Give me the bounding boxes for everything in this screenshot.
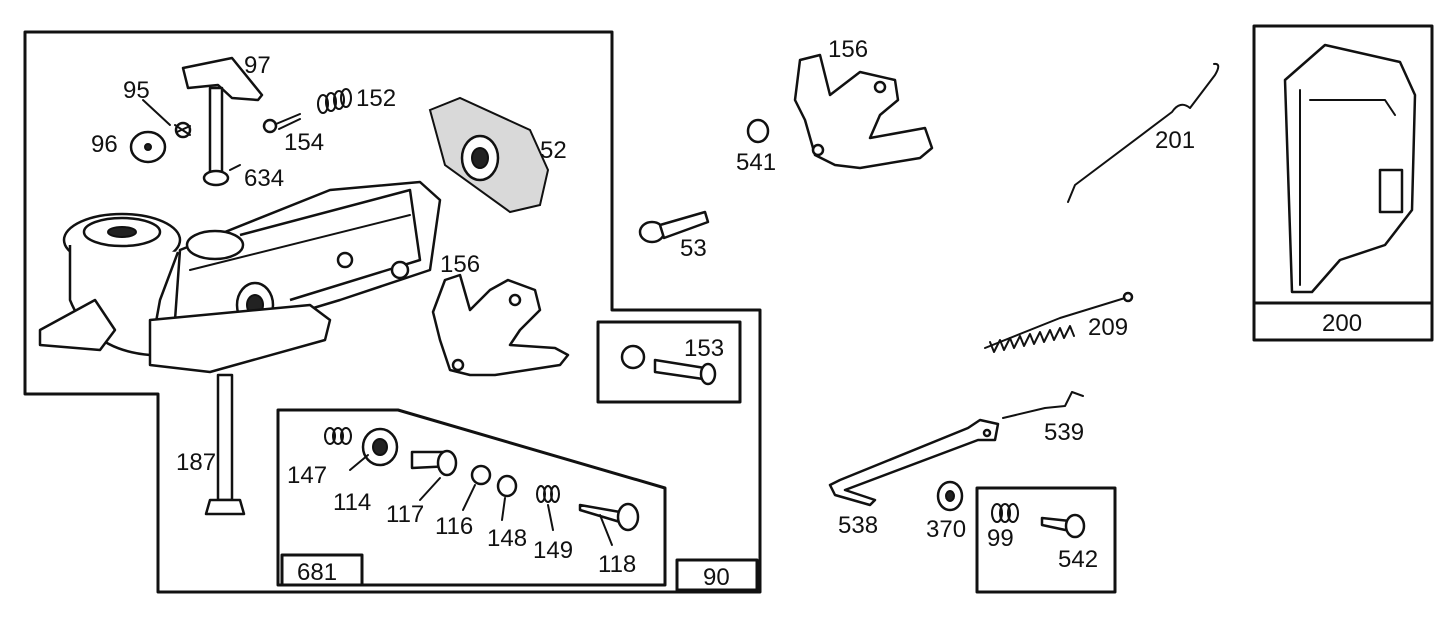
kit-681-outline xyxy=(276,408,667,587)
part-156-bracket-mid xyxy=(431,273,570,377)
part-147-spring xyxy=(324,427,352,445)
carburetor-assembly-outline xyxy=(23,30,762,594)
part-156-bracket-top xyxy=(793,53,934,170)
label-201: 201 xyxy=(1155,127,1195,154)
label-153: 153 xyxy=(684,335,724,362)
label-99: 99 xyxy=(987,525,1014,552)
part-152-spring xyxy=(317,88,352,114)
label-96: 96 xyxy=(91,131,118,158)
part-209-spring xyxy=(984,291,1134,353)
part-370-hole xyxy=(945,490,955,502)
kit-681-label: 681 xyxy=(297,559,337,586)
part-200-air-vane xyxy=(1283,43,1417,294)
part-118-screw xyxy=(578,502,640,532)
kit-99-542-outline xyxy=(975,486,1117,594)
label-53: 53 xyxy=(680,235,707,262)
label-154: 154 xyxy=(284,129,324,156)
part-539-link xyxy=(1002,391,1084,419)
part-538-rod xyxy=(828,418,1000,507)
label-97: 97 xyxy=(244,52,271,79)
part-52-gasket xyxy=(428,96,550,214)
label-118: 118 xyxy=(598,551,636,578)
label-116: 116 xyxy=(435,513,473,540)
part-116-washer xyxy=(470,464,492,486)
part-187-needle xyxy=(204,373,246,516)
label-209: 209 xyxy=(1088,314,1128,341)
part-541-washer xyxy=(746,118,770,144)
kit-200-outline xyxy=(1252,24,1434,342)
label-156-mid: 156 xyxy=(440,251,480,278)
part-97-lever xyxy=(181,56,264,187)
part-153-screw xyxy=(620,344,717,386)
part-149-spring xyxy=(536,485,560,503)
label-370: 370 xyxy=(926,516,966,543)
part-96-center xyxy=(144,143,152,151)
label-149: 149 xyxy=(533,537,573,564)
label-152: 152 xyxy=(356,85,396,112)
label-52: 52 xyxy=(540,137,567,164)
part-201-wire xyxy=(1067,62,1220,203)
label-542: 542 xyxy=(1058,546,1098,573)
label-114: 114 xyxy=(333,489,371,516)
kit-153-outline xyxy=(596,320,742,404)
kit-200-label: 200 xyxy=(1322,310,1362,337)
kit-90-label-box xyxy=(675,558,759,592)
label-95: 95 xyxy=(123,77,150,104)
label-187: 187 xyxy=(176,449,216,476)
label-117: 117 xyxy=(386,501,424,528)
kit-90-label: 90 xyxy=(703,564,730,591)
part-114-washer xyxy=(361,427,399,467)
part-154-screw xyxy=(262,113,301,134)
label-538: 538 xyxy=(838,512,878,539)
part-148-washer xyxy=(496,474,518,498)
carburetor-body xyxy=(38,180,442,374)
part-53-screw xyxy=(638,210,710,244)
label-541: 541 xyxy=(736,149,776,176)
part-99-spring xyxy=(991,503,1019,523)
label-147: 147 xyxy=(287,462,327,489)
part-117-nut xyxy=(410,449,458,477)
leader-lines xyxy=(142,99,613,546)
label-539: 539 xyxy=(1044,419,1084,446)
part-95-screw xyxy=(174,121,192,139)
label-148: 148 xyxy=(487,525,527,552)
kit-681-label-box xyxy=(280,553,364,587)
label-156-top: 156 xyxy=(828,36,868,63)
label-634: 634 xyxy=(244,165,284,192)
part-542-screw xyxy=(1040,513,1086,539)
